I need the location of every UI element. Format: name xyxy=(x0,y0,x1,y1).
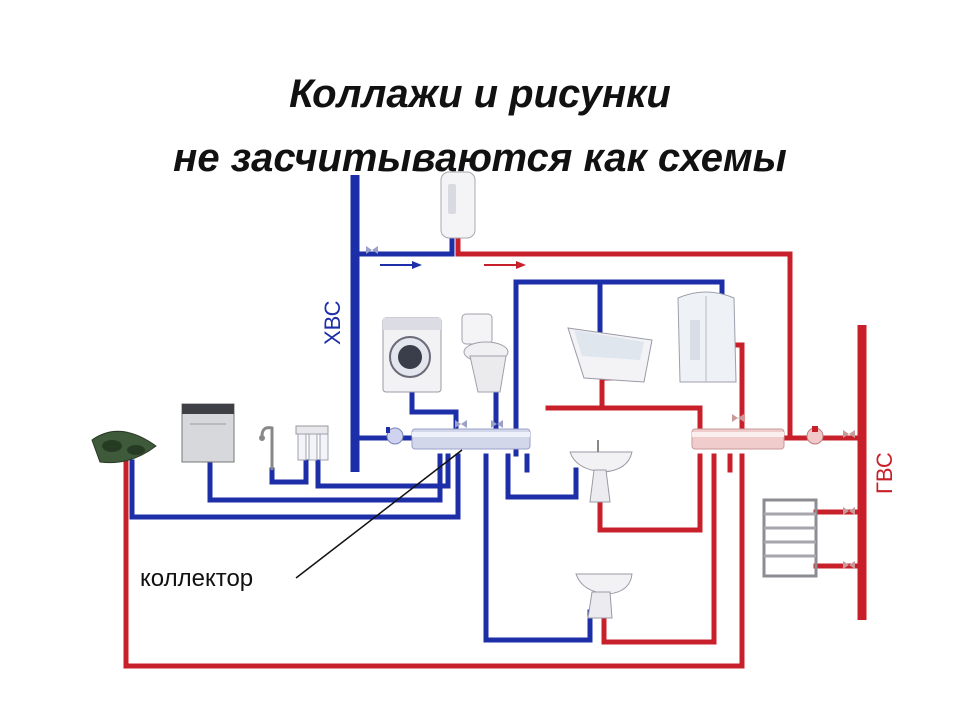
hot-pipes xyxy=(123,237,863,669)
hot-riser: ГВС xyxy=(857,325,897,620)
cold-collector xyxy=(411,428,531,450)
toilet-icon xyxy=(461,313,509,393)
collector-label: коллектор xyxy=(140,565,253,592)
dishwasher-icon xyxy=(181,403,235,463)
shower-cabin-icon xyxy=(677,291,737,383)
valves xyxy=(366,246,855,569)
water-heater-icon xyxy=(440,171,476,239)
washing-machine-icon xyxy=(382,317,442,393)
hot-collector xyxy=(691,428,785,450)
faucet-icon xyxy=(259,426,274,470)
flow-arrows xyxy=(380,261,526,269)
towel-rail-icon xyxy=(762,498,818,578)
slide-title: Коллажи и рисунки не засчитываются как с… xyxy=(0,62,960,190)
cold-label: ХВС xyxy=(320,300,345,345)
water-filter-icon xyxy=(295,425,329,461)
bathtub-icon xyxy=(567,327,653,383)
cold-pipes xyxy=(129,237,725,643)
bidet-icon xyxy=(575,573,633,619)
kitchen-sink-icon xyxy=(91,430,157,464)
collector-callout: коллектор xyxy=(140,449,463,592)
title-line-1: Коллажи и рисунки xyxy=(289,72,671,116)
hot-label: ГВС xyxy=(872,452,897,494)
wash-basin-icon xyxy=(569,440,633,503)
cold-riser: ХВС xyxy=(320,175,360,472)
title-line-2: не засчитываются как схемы xyxy=(173,136,787,180)
